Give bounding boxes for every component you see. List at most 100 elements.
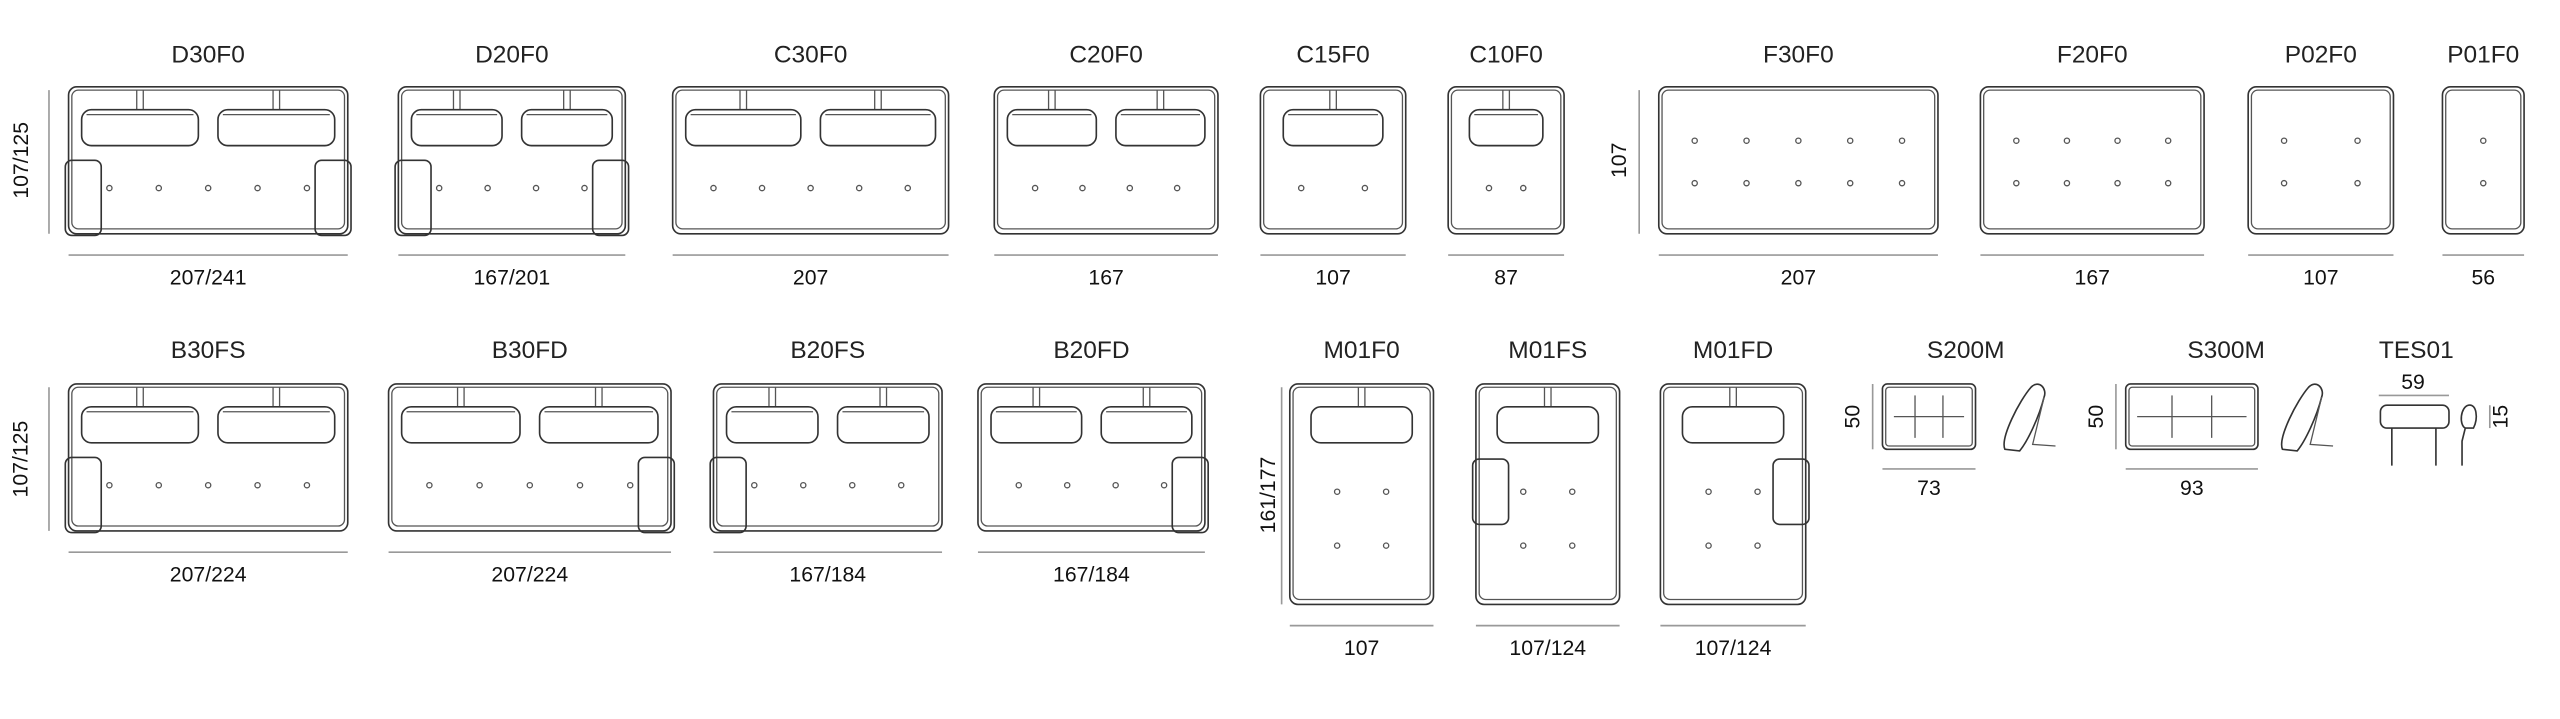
- inner-outline: [1663, 386, 1804, 601]
- inner-outline: [1661, 89, 1936, 230]
- module-m01f0: [1288, 383, 1435, 627]
- button-tuft: [1520, 488, 1527, 496]
- module-code: M01FD: [1693, 337, 1773, 364]
- module-p01f0: [2441, 86, 2525, 256]
- module-code: C10F0: [1469, 41, 1542, 68]
- width-dimension: 167: [1088, 266, 1123, 289]
- module-c30f0: [671, 86, 950, 256]
- button-tuft: [532, 184, 540, 192]
- button-tuft: [1795, 137, 1802, 144]
- button-tuft: [426, 481, 433, 489]
- button-tuft: [1898, 179, 1906, 187]
- module-p02f0: [2247, 86, 2395, 256]
- back-cushion: [1282, 108, 1384, 147]
- module-m01fd: [1659, 383, 1810, 627]
- inner-outline: [996, 89, 1216, 230]
- module-code: C30F0: [774, 41, 847, 68]
- module-code: B20FS: [790, 337, 865, 364]
- button-tuft: [855, 184, 863, 192]
- button-tuft: [576, 481, 584, 489]
- button-tuft: [904, 184, 912, 192]
- button-tuft: [2114, 179, 2121, 187]
- button-tuft: [2480, 137, 2487, 144]
- inner-outline: [2250, 89, 2391, 230]
- button-tuft: [807, 184, 814, 192]
- module-code: C15F0: [1296, 41, 1369, 68]
- button-tuft: [897, 481, 905, 489]
- inner-outline: [1450, 89, 1562, 230]
- back-cushion: [1310, 406, 1414, 444]
- inner-outline: [391, 386, 669, 527]
- inner-outline: [71, 386, 346, 527]
- button-tuft: [758, 184, 766, 192]
- inner-outline: [675, 89, 946, 230]
- module-d30f0: [64, 86, 352, 256]
- back-cushion: [1496, 406, 1600, 444]
- height-dimension: 50: [2085, 405, 2108, 429]
- back-cushion: [217, 406, 336, 444]
- back-cushion: [684, 108, 802, 147]
- back-cushion-side-view: [2280, 383, 2324, 452]
- button-tuft: [751, 481, 758, 489]
- button-tuft: [1361, 184, 1369, 192]
- button-tuft: [799, 481, 807, 489]
- module-code: M01FS: [1508, 337, 1587, 364]
- width-dimension: 167/184: [789, 564, 866, 587]
- button-tuft: [1898, 137, 1906, 144]
- module-m01fs: [1471, 383, 1621, 627]
- button-tuft: [2013, 179, 2020, 187]
- button-tuft: [435, 184, 443, 192]
- button-tuft: [2114, 137, 2121, 144]
- module-c15f0: [1259, 86, 1407, 256]
- back-cushion-front: [2124, 383, 2259, 451]
- button-tuft: [1691, 179, 1698, 187]
- module-code: F30F0: [1763, 41, 1834, 68]
- width-dimension: 107: [1344, 637, 1379, 660]
- height-dimension: 107/125: [10, 122, 33, 199]
- button-tuft: [106, 184, 113, 192]
- module-d20f0: [394, 86, 630, 256]
- button-tuft: [2013, 137, 2020, 144]
- module-s300m: [2115, 383, 2334, 470]
- width-dimension: 107: [1315, 266, 1350, 289]
- button-tuft: [1846, 179, 1854, 187]
- module-b30fs: [64, 383, 349, 553]
- button-tuft: [1520, 184, 1527, 192]
- back-cushion: [1006, 108, 1098, 147]
- width-dimension: 107/124: [1509, 637, 1586, 660]
- button-tuft: [2280, 137, 2288, 144]
- inner-outline: [1292, 386, 1431, 601]
- button-tuft: [1691, 137, 1698, 144]
- armrest-left: [394, 159, 432, 237]
- module-s200m: [1871, 383, 2056, 470]
- module-c10f0: [1447, 86, 1565, 256]
- button-tuft: [1705, 488, 1712, 496]
- width-dimension: 167: [2075, 266, 2110, 289]
- button-tuft: [1173, 184, 1181, 192]
- button-tuft: [2354, 179, 2361, 187]
- button-tuft: [2280, 179, 2288, 187]
- width-dimension: 167/184: [1053, 564, 1130, 587]
- button-tuft: [254, 184, 261, 192]
- outline: [1288, 383, 1435, 606]
- button-tuft: [848, 481, 856, 489]
- button-tuft: [1063, 481, 1071, 489]
- height-dimension: 50: [1842, 405, 1865, 429]
- module-c20f0: [993, 86, 1219, 256]
- module-code: S200M: [1927, 337, 2005, 364]
- module-code: P01F0: [2447, 41, 2519, 68]
- back-cushion: [80, 406, 200, 444]
- button-tuft: [204, 481, 212, 489]
- button-tuft: [626, 481, 634, 489]
- back-cushion-front: [1881, 383, 1977, 451]
- button-tuft: [1079, 184, 1086, 192]
- back-cushion: [990, 406, 1083, 444]
- module-b20fs: [709, 383, 943, 553]
- button-tuft: [2354, 137, 2361, 144]
- button-tuft: [2480, 179, 2487, 187]
- armrest-right: [637, 456, 676, 534]
- button-tuft: [2063, 179, 2071, 187]
- module-f30f0: [1657, 86, 1939, 256]
- button-tuft: [1568, 488, 1576, 496]
